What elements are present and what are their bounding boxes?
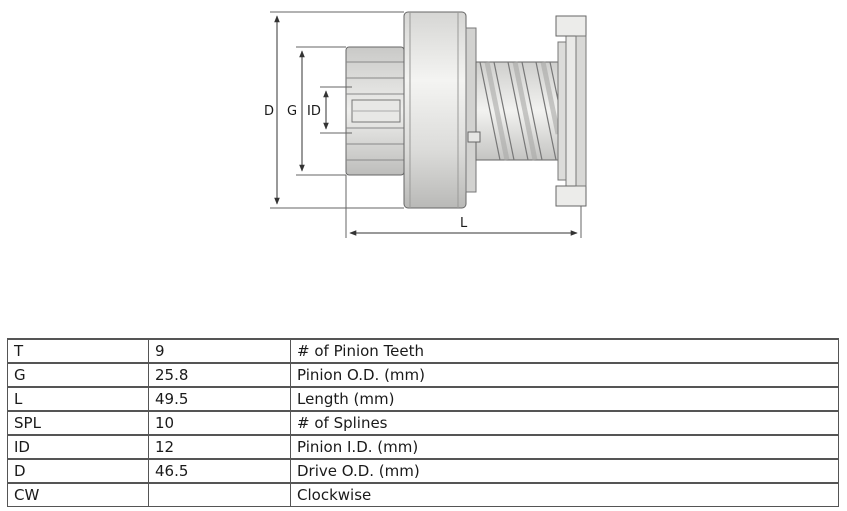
spec-value: 9: [148, 338, 291, 364]
spec-code: L: [7, 386, 149, 412]
spec-value: 25.8: [148, 362, 291, 388]
table-row: D 46.5 Drive O.D. (mm): [7, 458, 839, 484]
table-row: G 25.8 Pinion O.D. (mm): [7, 362, 839, 388]
starter-drive-drawing: D G ID L: [264, 11, 587, 238]
spec-code: T: [7, 338, 149, 364]
spec-value: 46.5: [148, 458, 291, 484]
spec-code: SPL: [7, 410, 149, 436]
dimension-g: [296, 46, 346, 176]
spec-description: Length (mm): [290, 386, 839, 412]
table-row: SPL 10 # of Splines: [7, 410, 839, 436]
spec-value: [148, 482, 291, 507]
spec-code: ID: [7, 434, 149, 460]
spec-description: Pinion O.D. (mm): [290, 362, 839, 388]
spec-code: CW: [7, 482, 149, 507]
clutch-housing: [403, 11, 477, 209]
spec-code: D: [7, 458, 149, 484]
spec-value: 49.5: [148, 386, 291, 412]
pinion-gear: [345, 46, 405, 176]
spec-code: G: [7, 362, 149, 388]
spec-description: # of Splines: [290, 410, 839, 436]
table-row: L 49.5 Length (mm): [7, 386, 839, 412]
helix-shaft: [467, 61, 561, 161]
dimension-d: [270, 11, 404, 209]
dimension-label-g: G: [287, 104, 297, 119]
table-row: CW Clockwise: [7, 482, 839, 507]
end-collar: [555, 15, 587, 207]
spec-description: # of Pinion Teeth: [290, 338, 839, 364]
dimension-label-l: L: [460, 216, 468, 231]
spec-description: Drive O.D. (mm): [290, 458, 839, 484]
spec-description: Clockwise: [290, 482, 839, 507]
dimension-label-id: ID: [307, 104, 321, 119]
spec-table: T 9 # of Pinion Teeth G 25.8 Pinion O.D.…: [7, 338, 839, 507]
dimension-label-d: D: [264, 104, 274, 119]
dimension-l: [345, 175, 582, 238]
spec-value: 12: [148, 434, 291, 460]
table-row: ID 12 Pinion I.D. (mm): [7, 434, 839, 460]
dimension-id: [320, 86, 352, 134]
table-row: T 9 # of Pinion Teeth: [7, 338, 839, 364]
spec-value: 10: [148, 410, 291, 436]
spec-description: Pinion I.D. (mm): [290, 434, 839, 460]
